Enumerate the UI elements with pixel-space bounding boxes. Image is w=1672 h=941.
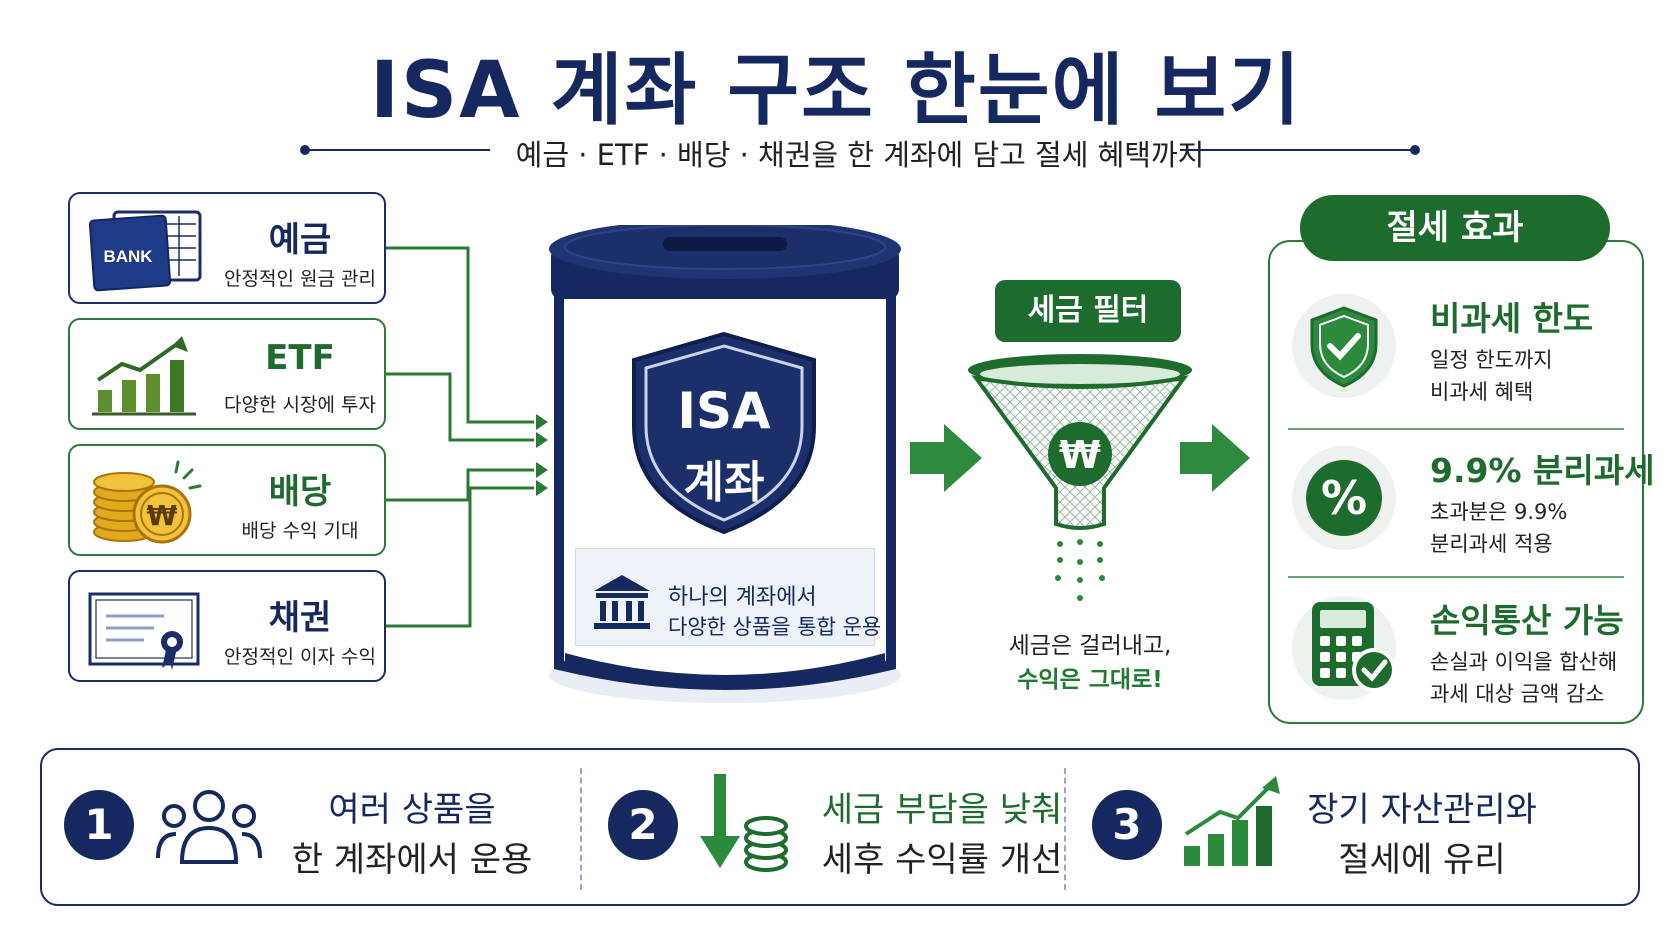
page-title: ISA 계좌 구조 한눈에 보기: [369, 46, 1303, 136]
benefit-heading: 절세 효과: [1300, 195, 1610, 261]
won-symbol: ₩: [1059, 433, 1101, 477]
benefit-title: 손익통산 가능: [1430, 601, 1624, 640]
summary-line2: 절세에 유리: [1338, 840, 1506, 880]
account-note-line2: 다양한 상품을 통합 운용: [668, 615, 882, 639]
benefit-desc: 초과분은 9.9%: [1430, 500, 1568, 524]
down-arrow-coins-icon: [700, 774, 788, 872]
product-title: 채권: [268, 598, 332, 638]
bank-building-icon: [594, 575, 650, 629]
people-group-icon: [156, 790, 262, 864]
shield-check-icon: [1310, 306, 1378, 388]
subtitle-left-line: [305, 149, 490, 151]
benefit-separator: [1288, 428, 1624, 430]
bank-book-label: BANK: [103, 247, 153, 266]
product-desc: 안정적인 이자 수익: [224, 646, 376, 668]
growth-bars-icon: [1184, 776, 1280, 866]
summary-line1: 여러 상품을: [328, 790, 496, 830]
summary-divider: [580, 768, 582, 890]
step-number: 1: [64, 790, 134, 860]
benefit-desc: 과세 대상 금액 감소: [1430, 682, 1605, 706]
subtitle: 예금 · ETF · 배당 · 채권을 한 계좌에 담고 절세 혜택까지: [515, 138, 1205, 172]
benefit-separator: [1288, 576, 1624, 578]
product-desc: 안정적인 원금 관리: [224, 268, 376, 290]
subtitle-row: 예금 · ETF · 배당 · 채권을 한 계좌에 담고 절세 혜택까지: [300, 130, 1420, 172]
product-title: ETF: [265, 338, 335, 378]
product-card-deposit: BANK 예금 안정적인 원금 관리: [68, 192, 386, 304]
product-card-bond: 채권 안정적인 이자 수익: [68, 570, 386, 682]
benefit-title: 비과세 한도: [1430, 299, 1594, 338]
summary-line2: 세후 수익률 개선: [821, 840, 1063, 880]
benefit-desc: 손실과 이익을 합산해: [1430, 650, 1618, 674]
benefit-title: 9.9% 분리과세: [1430, 451, 1655, 490]
step-number: 2: [608, 790, 678, 860]
calculator-check-icon: [1312, 602, 1396, 692]
product-title: 예금: [268, 220, 332, 260]
summary-line2: 한 계좌에서 운용: [291, 840, 533, 880]
benefit-desc: 일정 한도까지: [1430, 348, 1553, 372]
summary-divider: [1064, 768, 1066, 890]
tax-filter-label: 세금 필터: [995, 280, 1181, 342]
benefit-item-separate-tax: % 9.9% 분리과세 초과분은 9.9% 분리과세 적용: [1290, 428, 1654, 568]
funnel-icon: ₩: [968, 354, 1192, 601]
subtitle-right-dot: [1410, 145, 1420, 155]
account-note: 하나의 계좌에서 다양한 상품을 통합 운용: [575, 548, 881, 646]
growth-chart-icon: [92, 336, 196, 416]
isa-shield-icon: [632, 331, 816, 535]
right-arrow-icon: [1180, 424, 1250, 492]
product-desc: 다양한 시장에 투자: [224, 394, 376, 416]
benefit-desc: 비과세 혜택: [1430, 380, 1534, 404]
benefit-item-offset: 손익통산 가능 손실과 이익을 합산해 과세 대상 금액 감소: [1290, 578, 1630, 718]
filter-caption-highlight: 수익은 그대로!: [1017, 667, 1163, 693]
shield-subtitle: 계좌: [683, 457, 765, 508]
bank-book-icon: BANK: [88, 210, 202, 292]
coin-stack-icon: ₩: [93, 460, 202, 544]
product-card-dividend: ₩ 배당 배당 수익 기대: [68, 444, 386, 556]
benefit-item-tax-free: 비과세 한도 일정 한도까지 비과세 혜택: [1290, 276, 1630, 416]
summary-line1: 장기 자산관리와: [1307, 790, 1537, 830]
right-arrow-icon: [910, 424, 982, 492]
isa-shield-text: ISA 계좌: [628, 330, 820, 535]
subtitle-right-line: [1180, 149, 1415, 151]
summary-line1: 세금 부담을 낮춰: [821, 790, 1063, 830]
step-number: 3: [1092, 790, 1162, 860]
shield-title: ISA: [677, 382, 771, 440]
benefit-desc: 분리과세 적용: [1430, 532, 1553, 556]
summary-bar: 1 여러 상품을 한 계좌에서 운용 2 세금 부담을 낮춰 세후 수익률 개선…: [40, 748, 1640, 906]
product-title: 배당: [268, 472, 332, 512]
product-desc: 배당 수익 기대: [241, 520, 359, 542]
percent-icon: %: [1306, 460, 1382, 536]
certificate-icon: [88, 592, 200, 670]
won-label: ₩: [147, 499, 178, 532]
product-card-etf: ETF 다양한 시장에 투자: [68, 318, 386, 430]
account-note-line1: 하나의 계좌에서: [668, 585, 817, 610]
percent-symbol: %: [1321, 471, 1367, 525]
filter-caption: 세금은 걸러내고,: [1008, 633, 1172, 659]
